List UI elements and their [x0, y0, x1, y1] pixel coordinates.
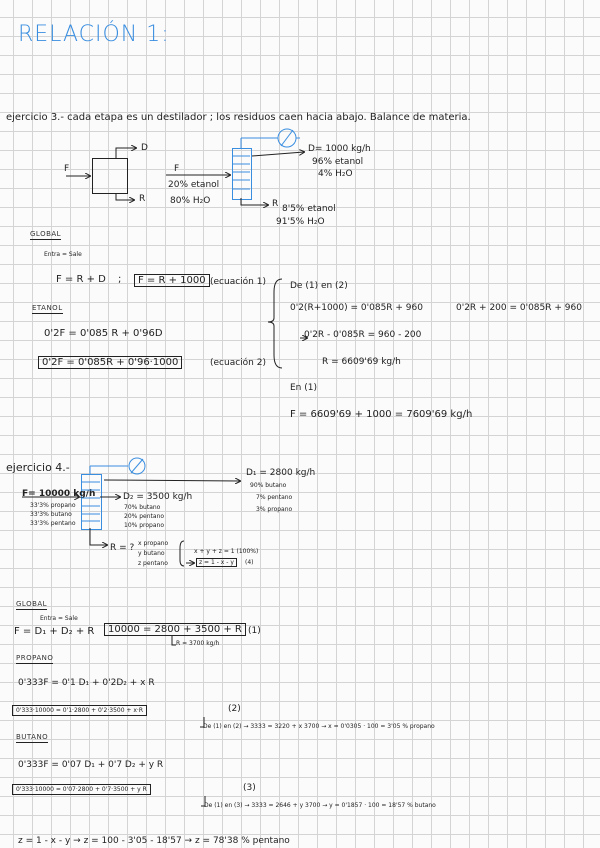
ex3-sub-l1: 0'2(R+1000) = 0'085R + 960 [290, 303, 423, 313]
ex3-etanol-head: ETANOL [32, 304, 63, 314]
ex4-f-c3: 33'3% pentano [30, 520, 76, 527]
ex3-unit-box [92, 158, 128, 194]
ex4-butano-eq: 0'333F = 0'07 D₁ + 0'7 D₂ + y R [18, 760, 164, 770]
ex4-r-z: z = 1 - x - y [196, 558, 237, 567]
ex4-r-value: R = ? [110, 543, 135, 553]
ex4-butano-eq2: 0'333·10000 = 0'07·2800 + 0'7·3500 + y R [12, 784, 151, 795]
ex4-propano-res: De (1) en (2) → 3333 = 3220 + x 3700 → x… [203, 723, 435, 730]
ex4-global-rule: Entra = Sale [40, 615, 78, 622]
ex3-stream-f-c2: 80% H₂O [170, 196, 211, 206]
ex3-r-value: R [272, 199, 279, 209]
ex3-global-head: GLOBAL [30, 230, 62, 240]
ex4-d1-c3: 3% propano [256, 506, 293, 513]
ex4-r-c1: x propano [138, 540, 169, 547]
ex4-butano-eq2-tag: (3) [243, 783, 256, 793]
ex3-en1: En (1) [290, 383, 317, 393]
ex3-r-c1: 8'5% etanol [282, 204, 336, 214]
ex4-butano-res: De (1) en (3) → 3333 = 2646 + y 3700 → y… [204, 802, 436, 809]
ex4-f-c2: 33'3% butano [30, 511, 72, 518]
ex4-propano-eq: 0'333F = 0'1 D₁ + 0'2D₂ + x R [18, 678, 155, 688]
ex4-r-sum: x + y + z = 1 (100%) [194, 548, 259, 555]
ex4-d2-c1: 70% butano [124, 504, 161, 511]
ex4-global-eq2-tag: (1) [248, 626, 261, 636]
ex3-f-result: F = 6609'69 + 1000 = 7609'69 kg/h [290, 409, 473, 420]
ex4-d2-value: D₂ = 3500 kg/h [123, 492, 193, 502]
ex3-global-eq2-tag: (ecuación 1) [210, 277, 266, 287]
ex3-heading: ejercicio 3.- cada etapa es un destilado… [6, 112, 471, 123]
ex4-r-z-tag: (4) [245, 559, 254, 566]
ex3-d-value: D= 1000 kg/h [308, 144, 371, 154]
ex3-etanol-eq2-tag: (ecuación 2) [210, 358, 266, 368]
ex3-stream-f-c1: 20% etanol [168, 180, 220, 190]
ex3-sub-l1b: 0'2R + 200 = 0'085R + 960 [456, 303, 582, 313]
ex4-r-c3: z pentano [138, 560, 168, 567]
ex3-global-eq: F = R + D [56, 274, 106, 285]
ex4-propano-eq2: 0'333·10000 = 0'1·2800 + 0'2·3500 + x·R [12, 705, 147, 716]
ex4-butano-head: BUTANO [16, 733, 49, 743]
ex4-d1-c1: 90% butano [250, 482, 287, 489]
ex3-d-c1: 96% etanol [312, 157, 364, 167]
ex4-d2-c2: 20% pentano [124, 513, 165, 520]
ex4-d1-c2: 7% pentano [256, 494, 293, 501]
page-title: RELACIÓN 1: [18, 22, 170, 47]
ex4-final: z = 1 - x - y → z = 100 - 3'05 - 18'57 →… [18, 836, 290, 846]
ex3-sub-l3: R = 6609'69 kg/h [322, 357, 401, 367]
ex3-global-eq2: F = R + 1000 [134, 274, 210, 287]
ex3-column [232, 148, 252, 200]
ex3-sub-head: De (1) en (2) [290, 281, 348, 291]
ex4-d1-value: D₁ = 2800 kg/h [246, 468, 316, 478]
ex4-global-head: GLOBAL [16, 600, 48, 610]
ex4-column [81, 474, 102, 530]
ex3-r-c2: 91'5% H₂O [276, 217, 325, 227]
ex4-global-r: R = 3700 kg/h [176, 640, 220, 647]
ex4-global-eq2: 10000 = 2800 + 3500 + R [104, 623, 246, 636]
ex3-stream-f: F [174, 164, 180, 174]
ex4-r-c2: y butano [138, 550, 165, 557]
ex4-heading: ejercicio 4.- [6, 461, 70, 474]
ex3-etanol-eq2: 0'2F = 0'085R + 0'96·1000 [38, 356, 183, 369]
ex3-semicolon: ; [118, 274, 122, 285]
ex4-propano-head: PROPANO [16, 654, 54, 664]
ex3-r-label: R [139, 194, 146, 204]
ex3-global-rule: Entra = Sale [44, 251, 82, 258]
ex3-d-label: D [141, 143, 148, 153]
ex4-f-c1: 33'3% propano [30, 502, 76, 509]
ex3-d-c2: 4% H₂O [318, 169, 353, 179]
ex4-f-value: F= 10000 kg/h [22, 489, 96, 499]
ex3-feed-label: F [64, 164, 70, 174]
ex4-propano-eq2-tag: (2) [228, 704, 241, 714]
ex4-d2-c3: 10% propano [124, 522, 165, 529]
ex3-etanol-eq: 0'2F = 0'085 R + 0'96D [44, 328, 163, 339]
ex4-global-eq: F = D₁ + D₂ + R [14, 626, 95, 637]
ex3-sub-l2: 0'2R - 0'085R = 960 - 200 [304, 330, 422, 340]
